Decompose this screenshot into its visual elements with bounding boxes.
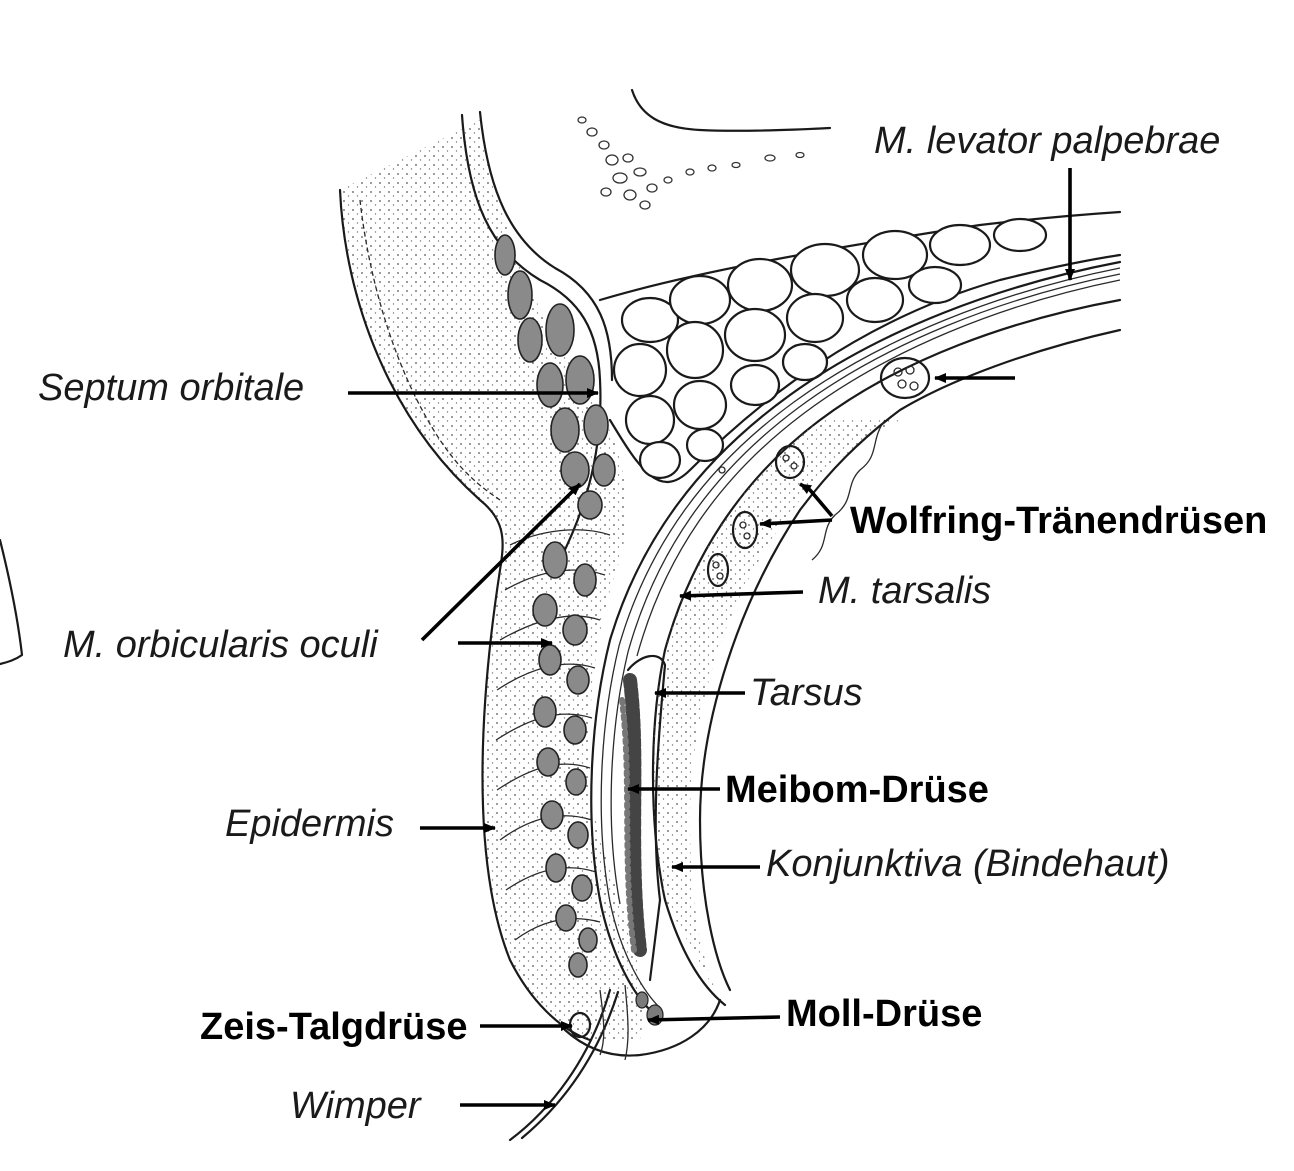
leader-arrows — [348, 168, 1075, 1110]
orbital-fat — [598, 210, 1122, 483]
meibom-gland — [619, 654, 667, 982]
label-moll: Moll-Drüse — [786, 993, 982, 1035]
label-tarsalis: M. tarsalis — [818, 570, 991, 612]
eyelid-illustration — [0, 88, 1122, 1142]
label-orbicularis-2: oculi — [300, 624, 380, 666]
cornea-edge — [0, 538, 24, 666]
label-konjunktiva: Konjunktiva (Bindehaut) — [766, 843, 1169, 885]
label-wimper: Wimper — [290, 1085, 422, 1127]
label-wolfring: Wolfring-Tränendrüsen — [850, 500, 1267, 542]
label-septum: Septum orbitale — [38, 367, 304, 409]
levator-and-tarsal-band — [590, 260, 1122, 1012]
label-epidermis: Epidermis — [225, 803, 394, 845]
label-orbicularis: M. orbicularis oculi — [63, 624, 379, 666]
label-orbicularis-1: M. orbicularis — [63, 624, 300, 666]
wolfring-glands — [706, 356, 931, 588]
label-zeis: Zeis-Talgdrüse — [200, 1006, 467, 1048]
label-levator: M. levator palpebrae — [874, 120, 1220, 162]
lid-margin — [508, 984, 722, 1142]
eyelash — [508, 988, 612, 1142]
label-meibom: Meibom-Drüse — [725, 769, 989, 811]
orbicularis-muscle-lower — [495, 529, 611, 978]
label-tarsus: Tarsus — [750, 672, 863, 714]
dermis-region — [340, 120, 643, 1040]
orbital-bone — [577, 88, 832, 210]
